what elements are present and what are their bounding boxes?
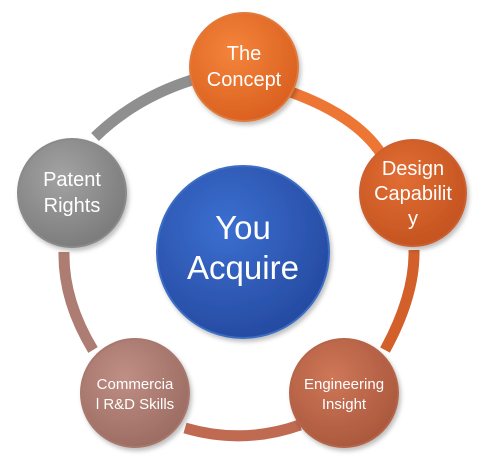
center-node xyxy=(156,165,330,339)
node-patent-rights xyxy=(17,138,127,248)
concept-label-line1: The xyxy=(227,43,261,65)
node-engineering-insight xyxy=(289,338,399,448)
arc-concept-design xyxy=(280,83,390,163)
center-label-line2: Acquire xyxy=(187,249,299,286)
node-design-capability xyxy=(359,139,467,247)
design-label-line1: Design xyxy=(382,158,444,180)
engineering-label-line1: Engineering xyxy=(304,376,384,393)
design-label-line2: Capabilit xyxy=(374,183,452,205)
commercial-label-line2: l R&D Skills xyxy=(96,396,174,413)
node-commercial-rd-skills xyxy=(80,338,190,448)
arc-commercial-patent xyxy=(58,251,98,353)
arc-design-engineering xyxy=(380,249,420,353)
node-the-concept xyxy=(189,12,299,122)
design-label-line3: y xyxy=(408,208,418,230)
arc-patent-concept xyxy=(91,74,194,141)
commercial-label-line1: Commercia xyxy=(97,376,174,393)
patent-label-line2: Rights xyxy=(44,195,101,217)
engineering-label-line2: Insight xyxy=(322,396,367,413)
arc-engineering-commercial xyxy=(183,419,302,442)
concept-label-line2: Concept xyxy=(207,69,282,91)
patent-label-line1: Patent xyxy=(43,169,101,191)
center-label-line1: You xyxy=(215,209,271,246)
